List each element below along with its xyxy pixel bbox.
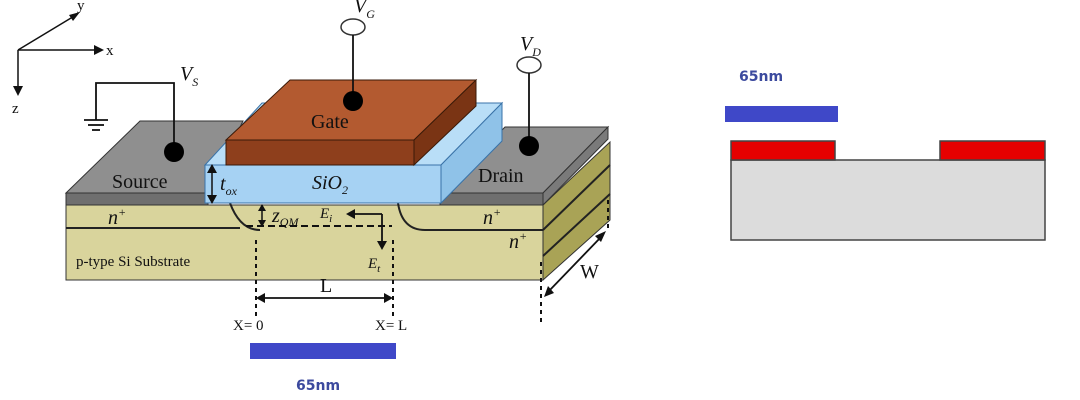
gate-label: Gate [311, 111, 349, 133]
x-end-label: X= L [375, 318, 407, 334]
length-arrow-left [256, 293, 265, 303]
y-axis-arrow [69, 12, 80, 21]
y-axis-label: y [77, 0, 85, 14]
gate-side [413, 78, 477, 167]
x-axis-label: x [106, 43, 114, 59]
ei-arrow-head [346, 209, 355, 219]
length-arrow-right [384, 293, 393, 303]
drain-junction-side-line [542, 164, 611, 231]
cross-section-panel: 65nm [725, 69, 1046, 241]
tox-arrow-bottom [207, 195, 217, 204]
width-arrow-back [595, 231, 606, 242]
et-arrow-head [377, 241, 387, 250]
source-wire [95, 82, 175, 150]
left-scale-bar-rect [250, 343, 396, 359]
oxide-label: SiO2 [312, 172, 348, 197]
oxide-side [440, 101, 503, 205]
width-line [547, 235, 603, 293]
drain-terminal: VD [516, 33, 542, 156]
right-contact-pad [939, 140, 1046, 161]
tox-label: tox [220, 173, 238, 198]
right-scale-bar-label: 65nm [739, 69, 783, 85]
width-label: W [580, 261, 599, 283]
y-axis-line [17, 14, 77, 51]
drain-label: Drain [478, 165, 524, 187]
gate-voltage-label: VG [354, 0, 375, 21]
length-dimension: L X= 0 X= L [233, 240, 407, 334]
zqm-arrow-top [258, 204, 266, 211]
drain-contact [438, 125, 610, 207]
width-arrow-front [544, 286, 554, 297]
ei-label: Ei [319, 206, 332, 225]
drain-nplus-label: n+ [483, 205, 501, 229]
z-axis-label: z [12, 101, 19, 117]
x-axis-arrow [94, 45, 104, 55]
drain-contact-front [439, 192, 544, 206]
zqm-arrow-bottom [258, 220, 266, 227]
source-contact-dot [164, 142, 184, 162]
substrate-block-2d [730, 159, 1046, 241]
drain-contact-side [542, 125, 609, 207]
left-contact-pad [730, 140, 836, 161]
gate-terminal-ring [340, 18, 366, 36]
gate-front [225, 139, 415, 166]
right-scale-bar-rect [725, 106, 838, 122]
zqm-label: zQM [271, 205, 299, 229]
coordinate-axes: y x z [12, 0, 114, 117]
quantum-well-region: zQM Ei Et [246, 204, 392, 275]
source-voltage-label: VS [180, 63, 198, 89]
z-axis-arrow [13, 86, 23, 96]
drain-contact-dot [519, 136, 539, 156]
substrate-side-junction-line [542, 193, 611, 257]
source-junction-curve [229, 202, 261, 231]
source-nplus-label: n+ [108, 205, 126, 229]
left-scale-bar-label: 65nm [296, 378, 340, 394]
x-start-label: X= 0 [233, 318, 264, 334]
drain-junction-curve [397, 202, 543, 231]
source-terminal: VS [84, 63, 198, 162]
tox-arrow-top [207, 164, 217, 173]
width-dimension: W [540, 200, 609, 322]
drain-terminal-ring [516, 56, 542, 74]
source-label: Source [112, 171, 168, 193]
length-label: L [320, 275, 332, 297]
source-contact-front [65, 192, 209, 206]
tox-dimension: tox [207, 164, 238, 204]
substrate-label: p-type Si Substrate [76, 254, 190, 270]
gate-contact-dot [343, 91, 363, 111]
drain-voltage-label: VD [520, 33, 541, 59]
substrate-nplus-label: n+ [509, 229, 527, 253]
left-scale-bar: 65nm [250, 343, 396, 394]
substrate-block [65, 140, 611, 282]
et-label: Et [367, 256, 381, 275]
gate-terminal: VG [340, 0, 375, 111]
source-contact [64, 120, 244, 206]
